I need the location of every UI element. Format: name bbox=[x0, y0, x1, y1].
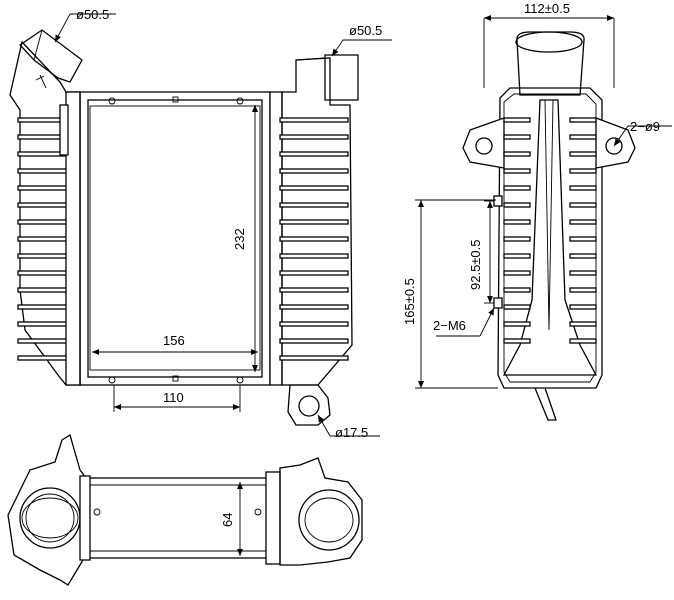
fin bbox=[503, 202, 531, 208]
fin bbox=[279, 202, 349, 208]
fin bbox=[503, 338, 531, 344]
fin bbox=[503, 185, 531, 191]
fin bbox=[569, 321, 597, 327]
fin bbox=[279, 236, 349, 242]
side-duct bbox=[502, 99, 598, 376]
bolt-bottom bbox=[493, 297, 503, 309]
fin bbox=[279, 253, 349, 259]
side-view: 112±0.5 2−ø9 165±0.5 92.5±0.5 2−M6 bbox=[402, 1, 672, 421]
fin bbox=[569, 185, 597, 191]
bolt-top bbox=[493, 195, 503, 207]
fin bbox=[17, 287, 69, 293]
left-ear bbox=[462, 117, 505, 169]
right-mount-bracket bbox=[287, 384, 331, 426]
fin bbox=[17, 253, 69, 259]
fin bbox=[279, 117, 349, 123]
fin bbox=[17, 321, 69, 327]
fin bbox=[569, 202, 597, 208]
fin bbox=[569, 270, 597, 276]
fin bbox=[503, 168, 531, 174]
fin bbox=[503, 253, 531, 259]
fin bbox=[503, 219, 531, 225]
fin bbox=[279, 355, 349, 361]
inlet-diameter-label: ø50.5 bbox=[76, 7, 109, 22]
fin bbox=[503, 321, 531, 327]
bottom-outlet-port bbox=[298, 489, 360, 551]
fin bbox=[17, 304, 69, 310]
fin bbox=[569, 117, 597, 123]
fin bbox=[569, 236, 597, 242]
fin bbox=[569, 151, 597, 157]
fin bbox=[279, 185, 349, 191]
fin bbox=[569, 338, 597, 344]
side-fins bbox=[503, 117, 597, 344]
fin bbox=[569, 134, 597, 140]
mount-hole bbox=[298, 395, 320, 417]
fin bbox=[569, 168, 597, 174]
inlet-neck bbox=[19, 29, 83, 83]
fin bbox=[503, 117, 531, 123]
left-end-tank bbox=[9, 40, 81, 386]
bottom-depth-label: 64 bbox=[220, 513, 235, 527]
fin bbox=[279, 287, 349, 293]
fin bbox=[279, 321, 349, 327]
side-height-label: 165±0.5 bbox=[402, 278, 417, 325]
side-holes-label: 2−ø9 bbox=[630, 119, 660, 134]
fin bbox=[279, 270, 349, 276]
fin bbox=[503, 151, 531, 157]
outlet-diameter-label: ø50.5 bbox=[349, 23, 382, 38]
bottom-view: 64 bbox=[7, 433, 363, 586]
fin bbox=[503, 304, 531, 310]
fin bbox=[279, 219, 349, 225]
fin bbox=[569, 304, 597, 310]
side-body bbox=[497, 87, 603, 389]
fin bbox=[503, 287, 531, 293]
fin bbox=[503, 134, 531, 140]
fin bbox=[279, 168, 349, 174]
core-holes bbox=[108, 96, 244, 384]
fin bbox=[279, 304, 349, 310]
bottom-left-tank bbox=[7, 433, 87, 586]
fin bbox=[17, 270, 69, 276]
bolt-spacing-label: 92.5±0.5 bbox=[468, 239, 483, 290]
core-height-label: 232 bbox=[232, 228, 247, 250]
core-width-label: 156 bbox=[163, 333, 185, 348]
right-tank-fins bbox=[279, 117, 349, 361]
fin bbox=[279, 134, 349, 140]
fin bbox=[279, 151, 349, 157]
fin bbox=[17, 236, 69, 242]
fin bbox=[569, 253, 597, 259]
bottom-right-tank bbox=[279, 457, 363, 566]
fin bbox=[279, 338, 349, 344]
fin bbox=[503, 270, 531, 276]
fin bbox=[17, 202, 69, 208]
front-view: ø50.5 ø50.5 232 156 110 ø17.5 bbox=[9, 7, 392, 440]
side-depth-label: 112±0.5 bbox=[524, 1, 570, 16]
fin bbox=[17, 355, 69, 361]
bottom-core bbox=[85, 477, 277, 559]
fin bbox=[17, 168, 69, 174]
bottom-inlet-port bbox=[19, 487, 81, 549]
side-pipe bbox=[516, 31, 585, 96]
fin bbox=[569, 287, 597, 293]
bolts-label: 2−M6 bbox=[433, 318, 466, 333]
fin bbox=[17, 219, 69, 225]
fin bbox=[503, 236, 531, 242]
mount-spacing-label: 110 bbox=[163, 390, 184, 405]
fin bbox=[17, 338, 69, 344]
mount-hole-label: ø17.5 bbox=[335, 425, 368, 440]
fin bbox=[17, 185, 69, 191]
fin bbox=[569, 219, 597, 225]
